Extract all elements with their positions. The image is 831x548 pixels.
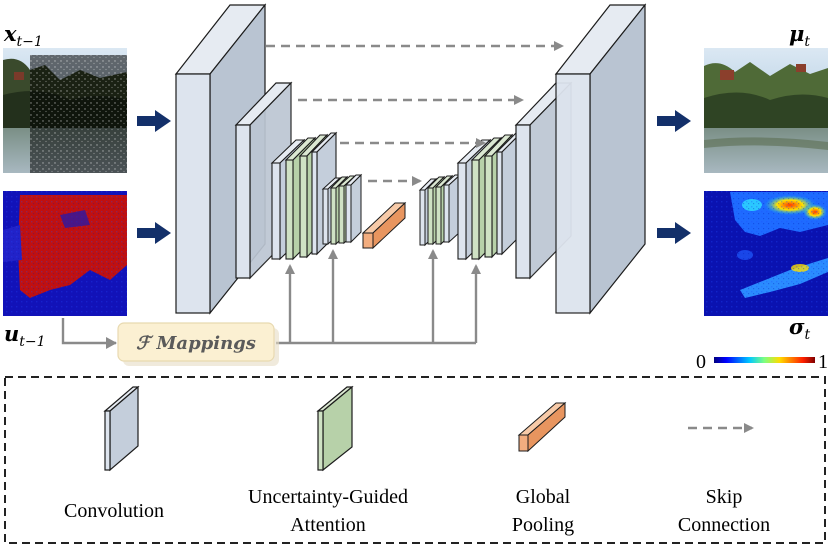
colorbar-max-label: 1	[818, 351, 828, 373]
input-arrow-u	[137, 222, 171, 244]
output-mu-label: μt	[789, 21, 810, 50]
legend-box	[4, 376, 826, 544]
legend-pooling-icon	[517, 401, 567, 453]
decoder-conv-block-1	[554, 3, 647, 315]
global-pooling-block	[361, 201, 407, 250]
input-arrow-x	[137, 110, 171, 132]
colorbar: 0 1	[696, 351, 828, 373]
output-arrow-sigma	[657, 222, 691, 244]
input-uncertainty-map	[3, 191, 127, 316]
output-image-mu	[704, 48, 828, 173]
input-x-label: xt−1	[3, 21, 43, 50]
encoder-attention-group-1	[270, 131, 338, 261]
f-mappings-label: ℱ Mappings	[136, 333, 256, 354]
input-u-label: ut−1	[4, 321, 46, 350]
input-image-x	[3, 48, 127, 173]
output-sigma-label: σt	[789, 314, 810, 343]
skip-connections	[266, 41, 564, 186]
mapping-input-arrowhead	[106, 337, 117, 349]
encoder-attention-group-2	[321, 173, 363, 246]
output-arrow-mu	[657, 110, 691, 132]
mapping-feed-lines	[61, 249, 481, 345]
f-mappings-box: ℱ Mappings	[117, 322, 279, 366]
output-uncertainty-map	[704, 191, 828, 316]
legend-attention-icon	[316, 385, 354, 472]
legend-convolution-label: Convolution	[64, 500, 164, 522]
colorbar-min-label: 0	[696, 351, 706, 373]
decoder-attention-group-1	[418, 173, 462, 247]
decoder-attention-group-2	[456, 131, 523, 261]
legend-convolution-icon	[103, 385, 140, 472]
